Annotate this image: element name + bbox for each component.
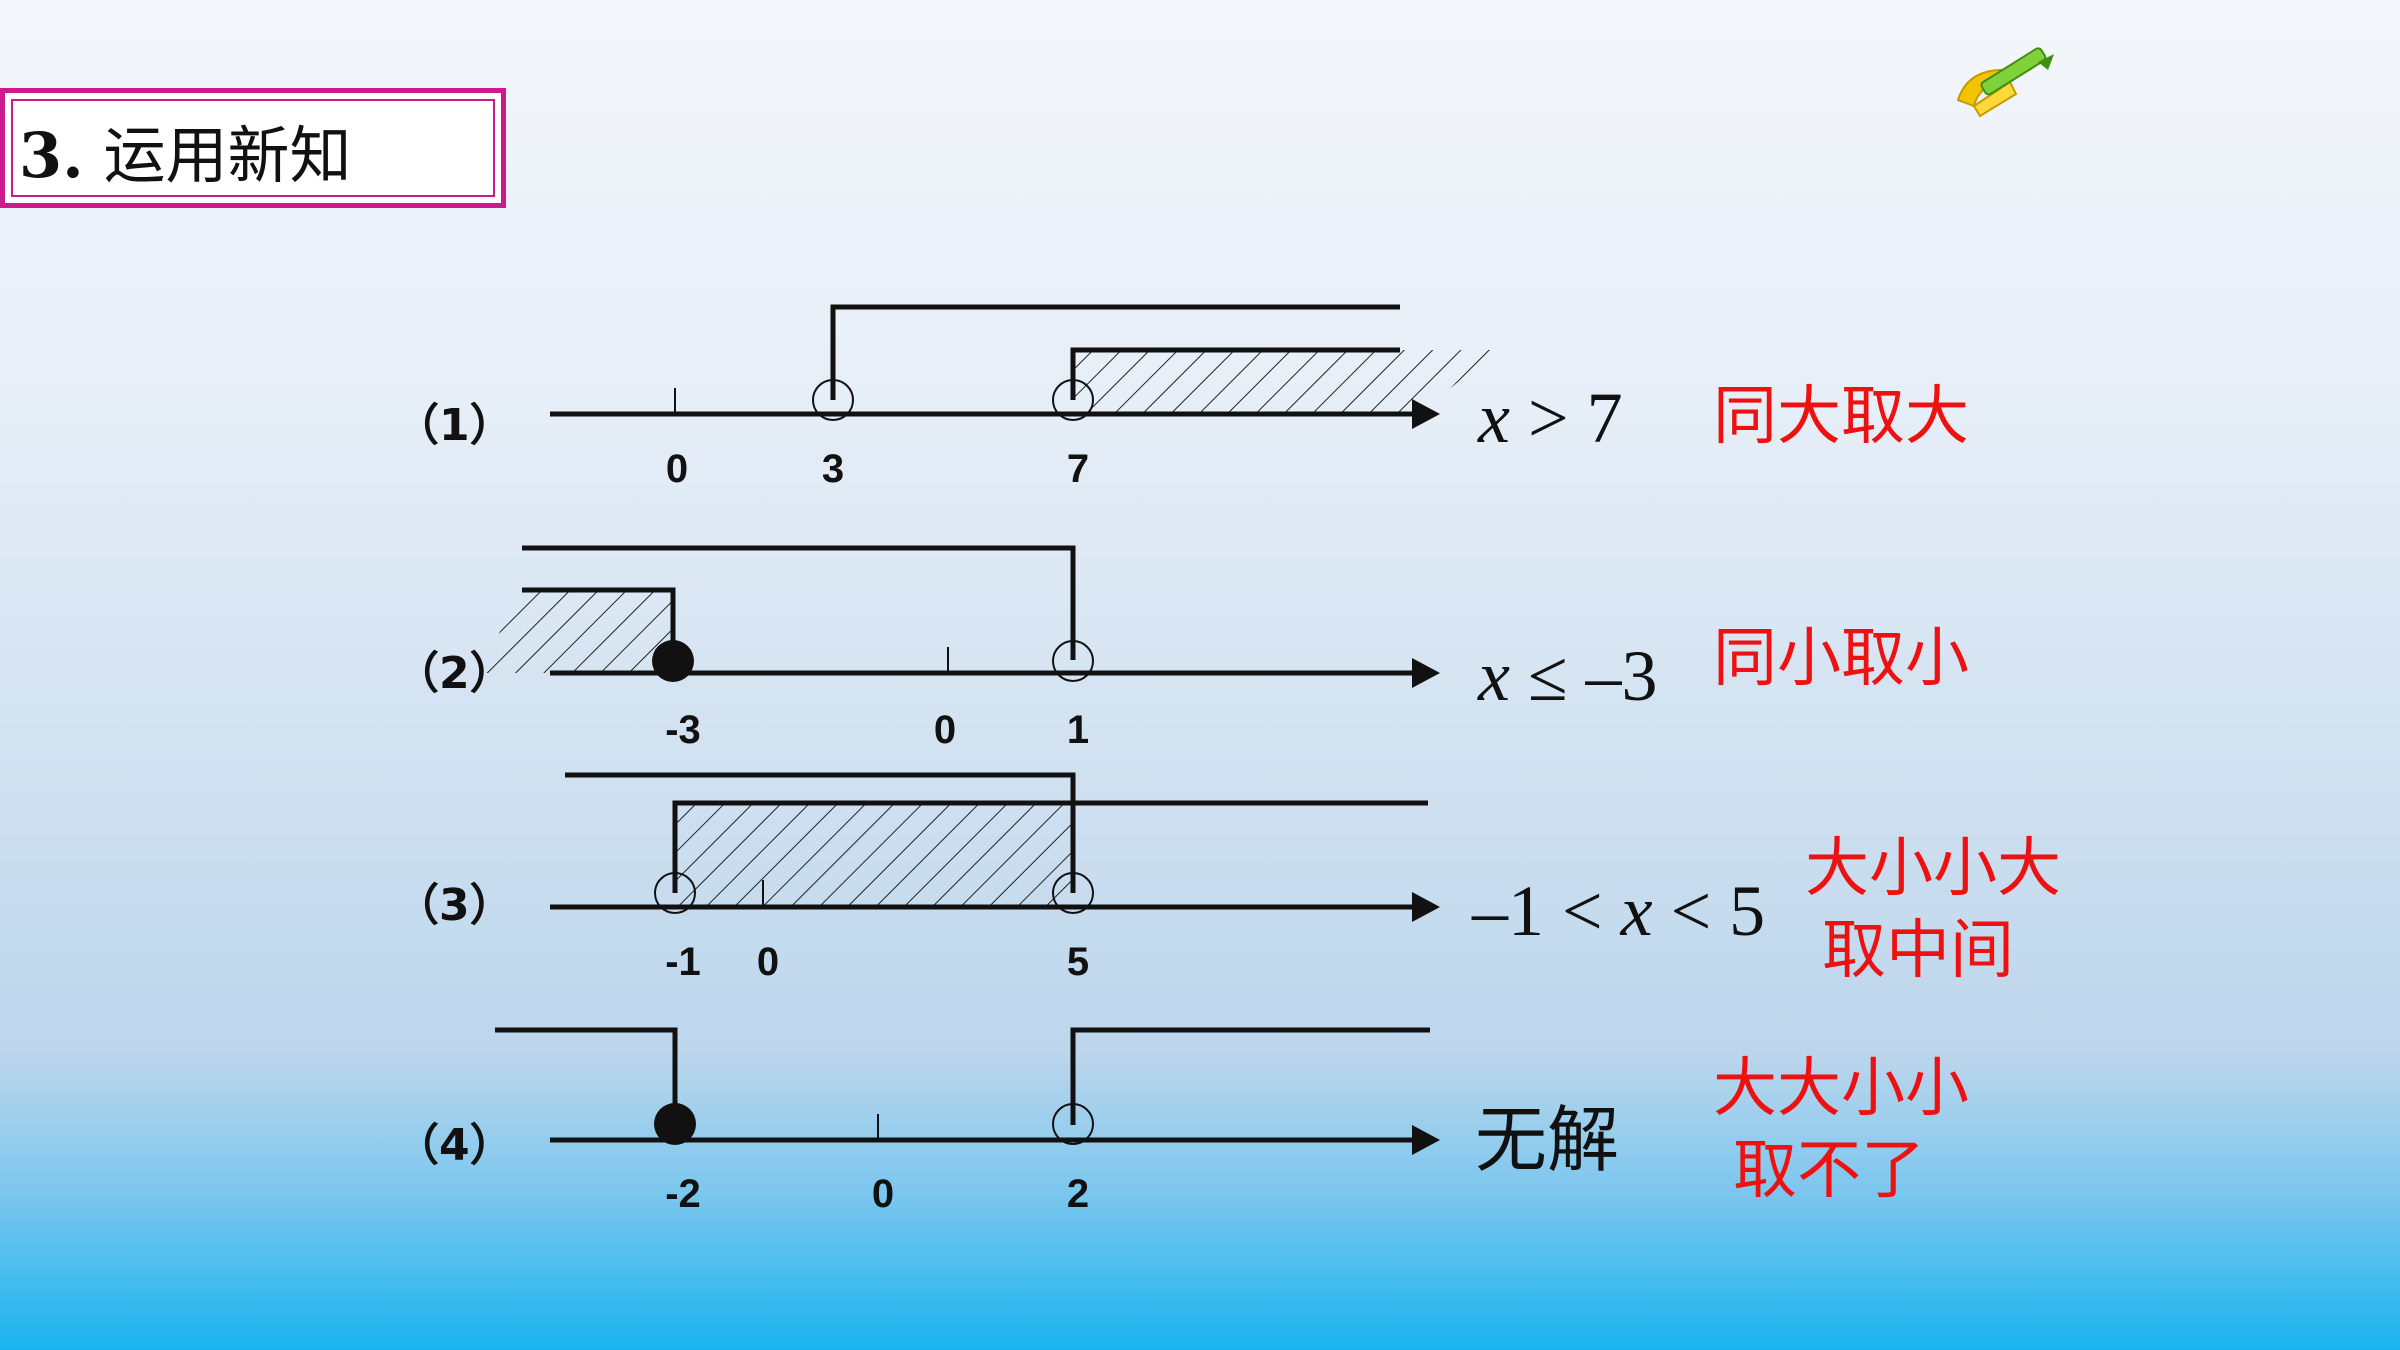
row-4-label: （4）	[395, 1120, 514, 1171]
row-3-bracket-5	[565, 772, 1076, 893]
row-1-arrowhead	[1412, 399, 1440, 429]
row-4-closed-dot-minus-2	[654, 1103, 696, 1145]
row-2-bracket-minus-3	[522, 587, 676, 660]
row-1-bracket-7	[1070, 347, 1400, 400]
row-1-tick-label: 7	[1067, 447, 1089, 491]
answer-rest: < 5	[1653, 871, 1766, 951]
row-1-bracket-3	[830, 304, 1400, 400]
row-1-open-dot-3	[812, 379, 854, 421]
row-1-tick-label: 0	[666, 447, 688, 491]
row-1-tick-label: 3	[822, 447, 844, 491]
row-2-tick-label: 1	[1067, 708, 1089, 752]
row-3-label: （3）	[395, 880, 514, 931]
row-1-label: （1）	[395, 400, 514, 451]
row-4-answer: 无解	[1475, 1101, 1619, 1181]
answer-pre: –1 <	[1471, 871, 1621, 951]
row-2-answer: x ≤ –3	[1477, 636, 1657, 716]
pencil-protractor-icon	[1956, 47, 2054, 118]
answer-rest: > 7	[1510, 378, 1623, 458]
row-1-answer: x > 7	[1477, 378, 1623, 458]
row-3-rule-line-2: 取中间	[1822, 914, 2014, 988]
title-text: 运用新知	[103, 119, 352, 192]
row-3-rule-line-1: 大小小大	[1805, 832, 2061, 906]
page-title: 3. 运用新知	[19, 105, 351, 195]
row-4-bracket-2	[1070, 1027, 1430, 1125]
row-1-hatch	[1075, 350, 1498, 414]
row-4-tick-label: 0	[872, 1172, 894, 1216]
row-2-hatch	[480, 590, 673, 673]
row-4-rule-line-1: 大大小小	[1713, 1052, 1969, 1126]
row-2-closed-dot-minus-3	[652, 640, 694, 682]
row-3-arrowhead	[1412, 892, 1440, 922]
row-2-open-dot-1	[1052, 640, 1094, 682]
title-number: 3.	[19, 119, 84, 192]
row-2-rule: 同小取小	[1713, 622, 1969, 696]
title-box: 3. 运用新知	[0, 88, 506, 208]
row-3-open-dot-5	[1052, 872, 1094, 914]
answer-variable: x	[1620, 871, 1653, 951]
row-4: （4） -2 0 2 无解 大大小小 取不了	[395, 1027, 1969, 1216]
row-2: （2） -3 0 1 x ≤ –3 同小取小	[395, 545, 1969, 752]
row-4-arrowhead	[1412, 1125, 1440, 1155]
row-3-bracket-minus-1	[672, 800, 1428, 893]
row-4-bracket-minus-2	[495, 1027, 678, 1125]
row-1-rule: 同大取大	[1713, 380, 1969, 454]
row-2-tick-label: 0	[934, 708, 956, 752]
row-4-open-dot-2	[1052, 1103, 1094, 1145]
row-3: （3） -1 0 5 –1 < x < 5 大小小大 取中间	[395, 772, 2061, 988]
title-inner-border	[11, 99, 495, 197]
row-3-answer: –1 < x < 5	[1471, 871, 1765, 951]
answer-variable: x	[1477, 378, 1510, 458]
row-4-rule-line-2: 取不了	[1733, 1134, 1925, 1208]
row-3-open-dot-minus-1	[654, 872, 696, 914]
row-3-tick-label: 0	[757, 940, 779, 984]
row-1: （1） 0 3 7 x > 7 同大取大	[395, 304, 1969, 491]
row-4-tick-label: -2	[665, 1172, 701, 1216]
row-3-hatch	[675, 803, 1073, 907]
answer-rest: ≤ –3	[1510, 636, 1658, 716]
row-2-tick-label: -3	[665, 708, 701, 752]
row-2-arrowhead	[1412, 658, 1440, 688]
row-4-tick-label: 2	[1067, 1172, 1089, 1216]
row-2-bracket-1	[522, 545, 1076, 660]
row-3-tick-label: -1	[665, 940, 701, 984]
row-1-open-dot-7	[1052, 379, 1094, 421]
answer-variable: x	[1477, 636, 1510, 716]
row-3-tick-label: 5	[1067, 940, 1089, 984]
